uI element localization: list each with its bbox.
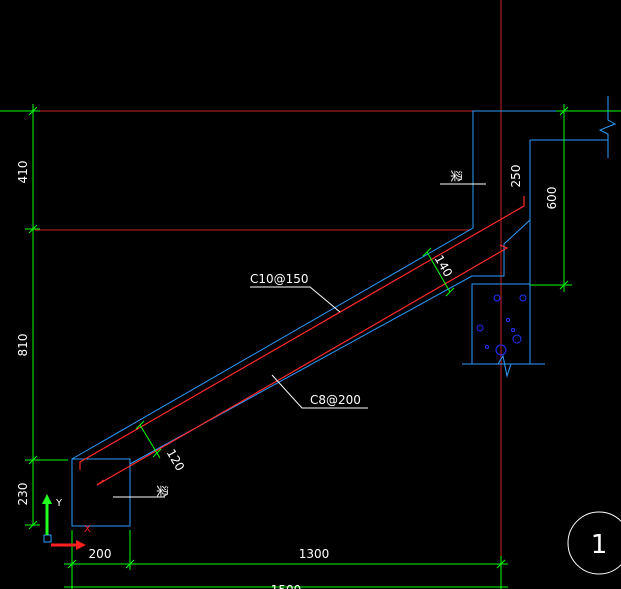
section-dot [512, 334, 522, 344]
ucs-origin-box [43, 534, 52, 543]
dim-slab-lower [139, 424, 161, 459]
dim-tick [559, 280, 569, 290]
section-dot [495, 344, 507, 356]
dim-tick [135, 420, 145, 430]
dim-tick [496, 559, 506, 569]
dim-text-810: 810 [16, 334, 30, 357]
leader-rebar-bottom [271, 374, 368, 409]
rebar-lines [79, 196, 525, 486]
dim-tick [67, 559, 77, 569]
axis-bubble: 1 [567, 511, 621, 575]
section-rebar-dots [476, 294, 527, 356]
dimension-lines [0, 104, 621, 589]
ucs-icon: Y X [42, 494, 91, 550]
section-dot [519, 294, 527, 302]
rebar-top-line [79, 196, 525, 470]
axis-bubble-number: 1 [591, 530, 608, 560]
label-texts: C10@150 C8@200 梁 梁 [155, 170, 464, 497]
label-beam-upper: 梁 [449, 170, 464, 182]
stair-top-surface [71, 110, 565, 460]
dim-tick [445, 287, 455, 297]
dim-text-230: 230 [16, 483, 30, 506]
label-rebar-bottom: C8@200 [310, 393, 361, 407]
dim-tick [28, 455, 38, 465]
leader-rebar-top [250, 286, 341, 313]
rebar-bottom-line [96, 244, 509, 486]
section-dot [506, 318, 510, 322]
ucs-x-letter: X [84, 524, 91, 535]
grid-axis-lines [0, 0, 502, 589]
ucs-y-letter: Y [55, 498, 63, 509]
ucs-x-arrow [76, 540, 86, 550]
dim-text-120: 120 [164, 447, 188, 474]
section-block [471, 283, 531, 365]
upper-beam-inner-wall [503, 219, 531, 245]
dim-tick [28, 106, 38, 116]
dim-tick [125, 559, 135, 569]
break-symbol-bottom [462, 354, 545, 378]
section-dot [476, 324, 484, 332]
break-symbol-right [598, 96, 617, 158]
dim-text-600: 600 [545, 187, 559, 210]
dim-text-410: 410 [16, 161, 30, 184]
dim-tick [28, 520, 38, 530]
section-dot [493, 294, 501, 302]
label-leaders [113, 183, 486, 498]
dim-slab-upper [426, 251, 451, 293]
stair-outline [71, 110, 608, 527]
break-symbol-icon [462, 96, 617, 378]
label-beam-lower: 梁 [155, 485, 170, 497]
dim-text-1500: 1500 [271, 583, 302, 589]
dim-tick [28, 224, 38, 234]
rebar-bottom-hook [96, 479, 105, 486]
dim-text-250: 250 [509, 165, 523, 188]
dim-text-1300: 1300 [299, 547, 330, 561]
section-dot [511, 328, 515, 332]
label-rebar-top: C10@150 [250, 272, 309, 286]
ucs-y-arrow [42, 494, 52, 504]
section-dot [485, 345, 489, 349]
stair-bottom-surface [129, 244, 505, 465]
axis-bubble-circle [567, 511, 621, 575]
lower-beam-section [71, 458, 131, 527]
dim-text-200: 200 [89, 547, 112, 561]
dim-tick [422, 247, 432, 257]
dim-tick [152, 448, 162, 458]
